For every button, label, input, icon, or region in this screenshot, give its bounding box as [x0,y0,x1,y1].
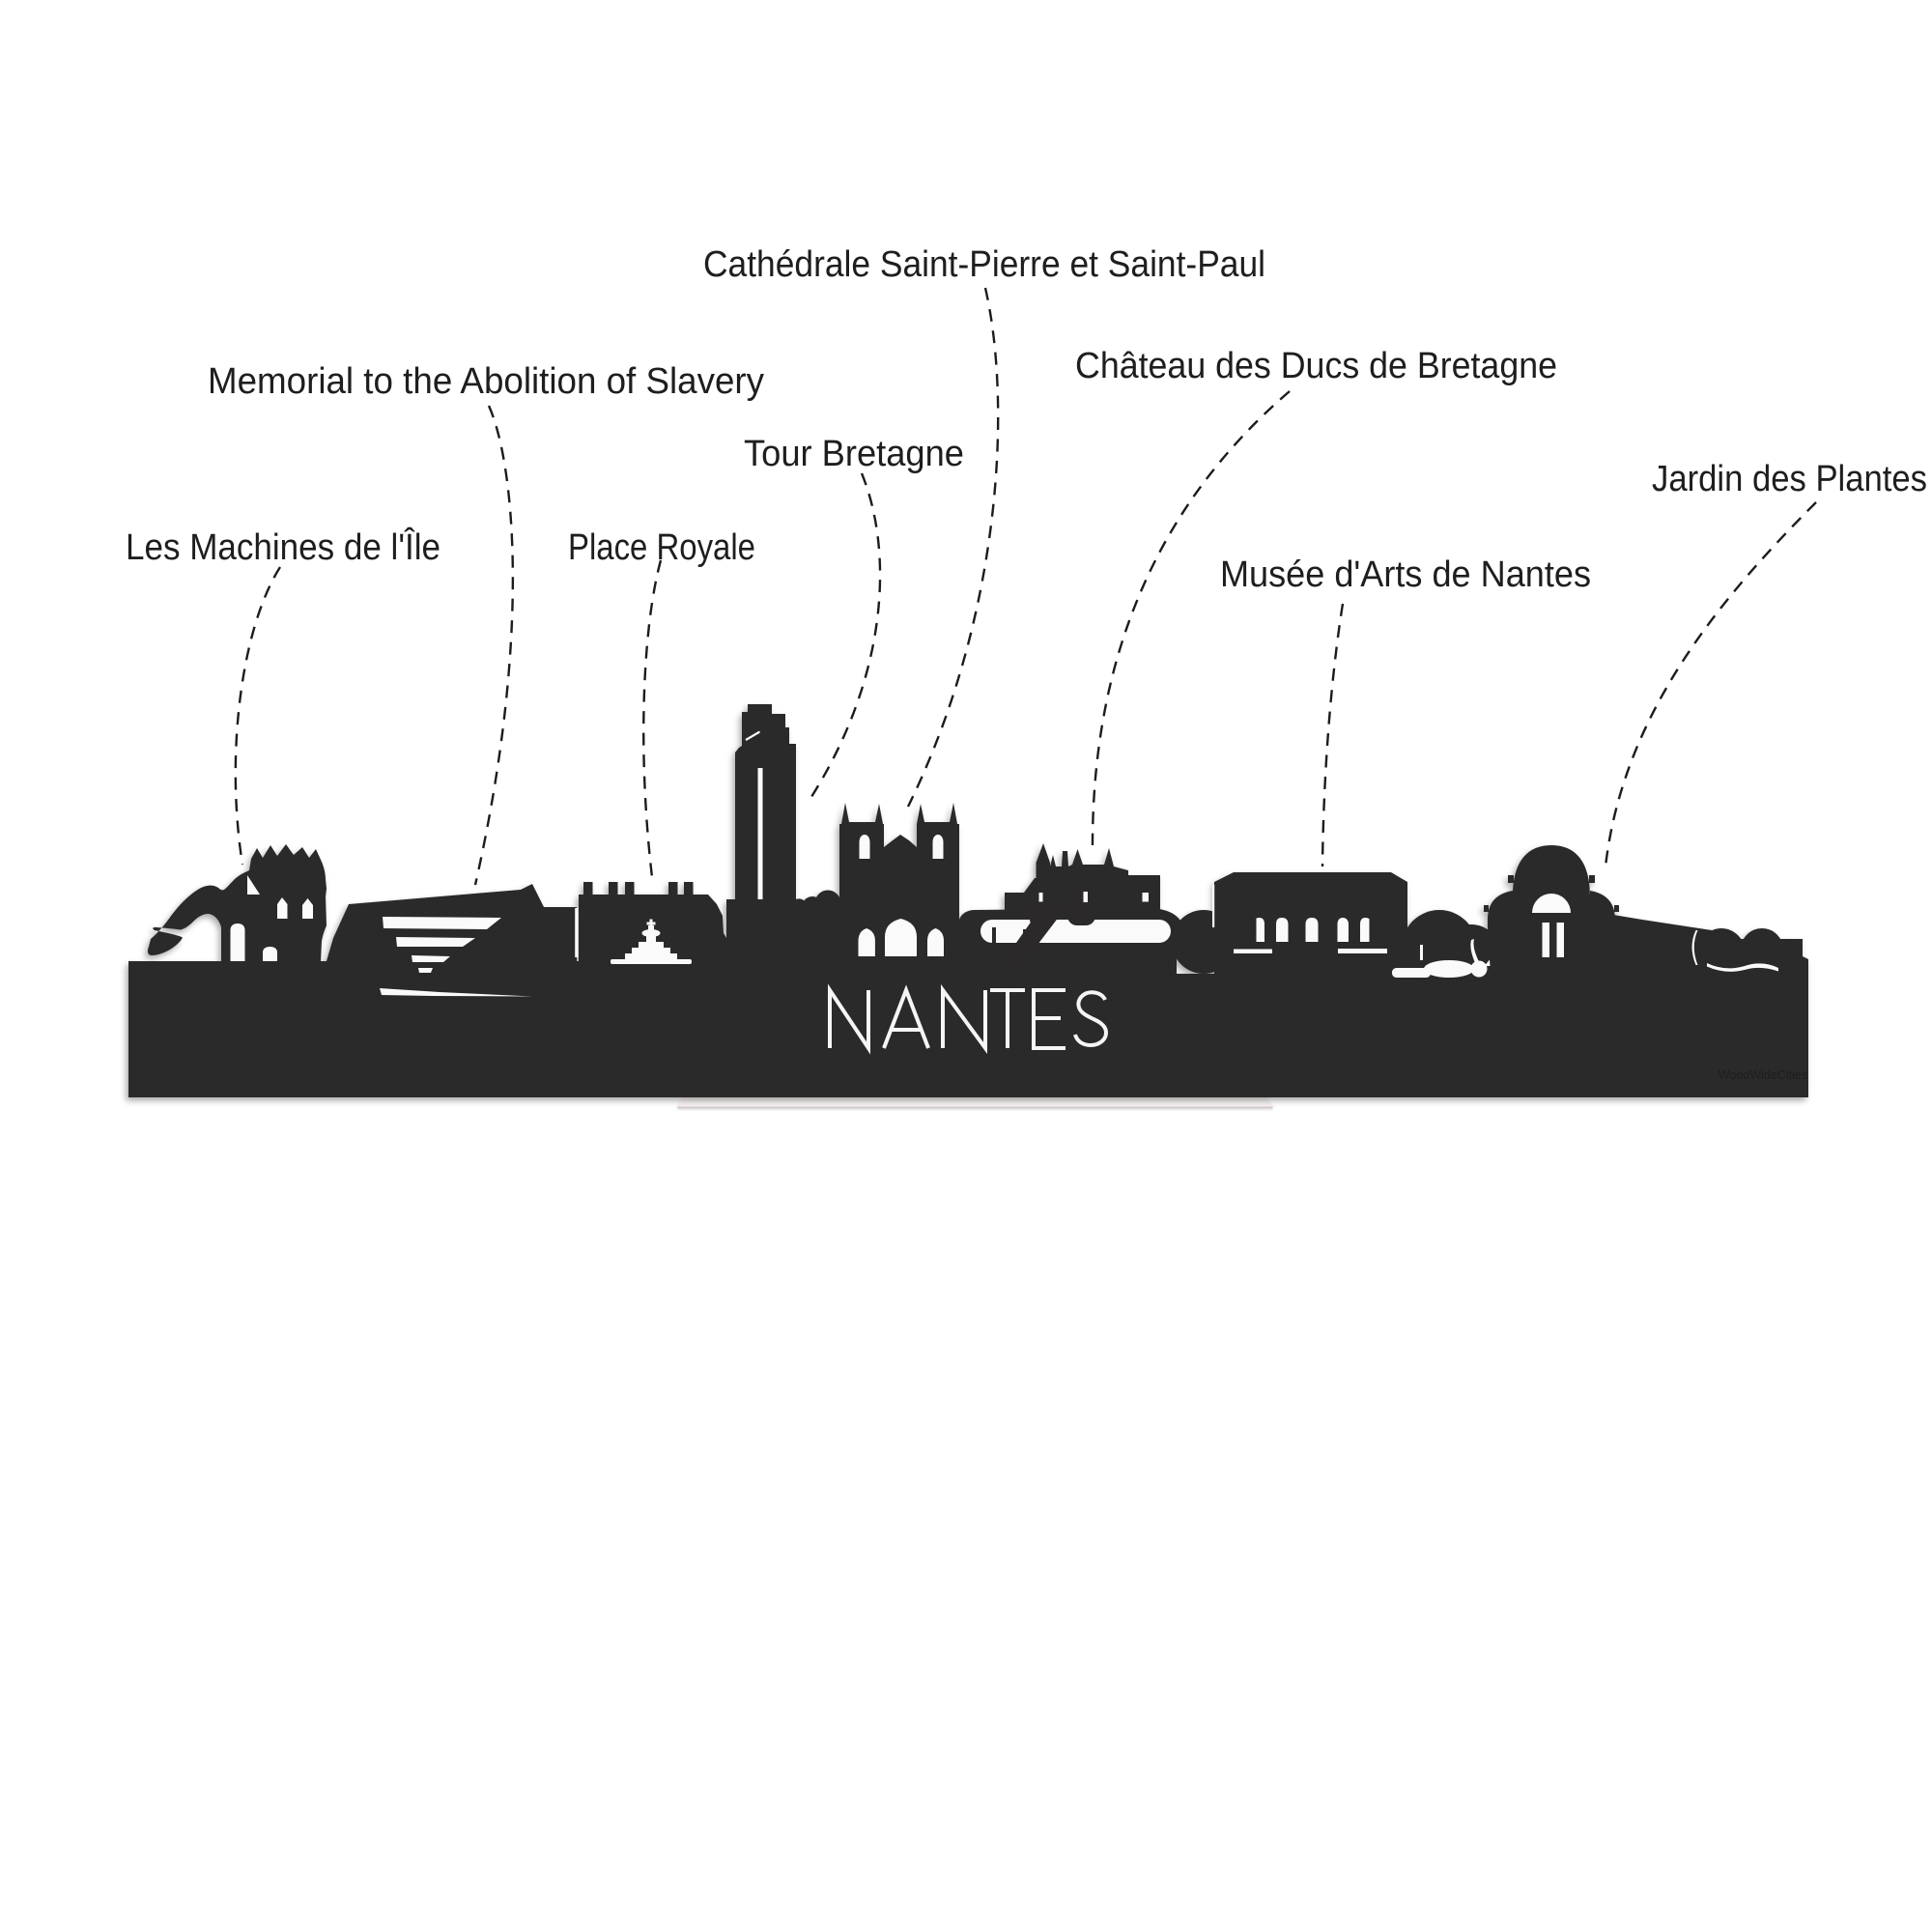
svg-text:Cathédrale Saint-Pierre et Sai: Cathédrale Saint-Pierre et Saint-Paul [703,244,1265,285]
svg-text:Memorial to the Abolition of S: Memorial to the Abolition of Slavery [208,361,764,402]
svg-text:WoodWideCities: WoodWideCities [1719,1068,1807,1082]
svg-text:Tour Bretagne: Tour Bretagne [744,434,964,474]
svg-text:Château des Ducs de Bretagne: Château des Ducs de Bretagne [1075,346,1557,386]
svg-text:Place Royale: Place Royale [568,527,755,568]
svg-text:Les Machines de l'Île: Les Machines de l'Île [126,526,440,568]
svg-text:Musée d'Arts de Nantes: Musée d'Arts de Nantes [1220,554,1591,595]
svg-text:Jardin des Plantes: Jardin des Plantes [1652,459,1927,499]
